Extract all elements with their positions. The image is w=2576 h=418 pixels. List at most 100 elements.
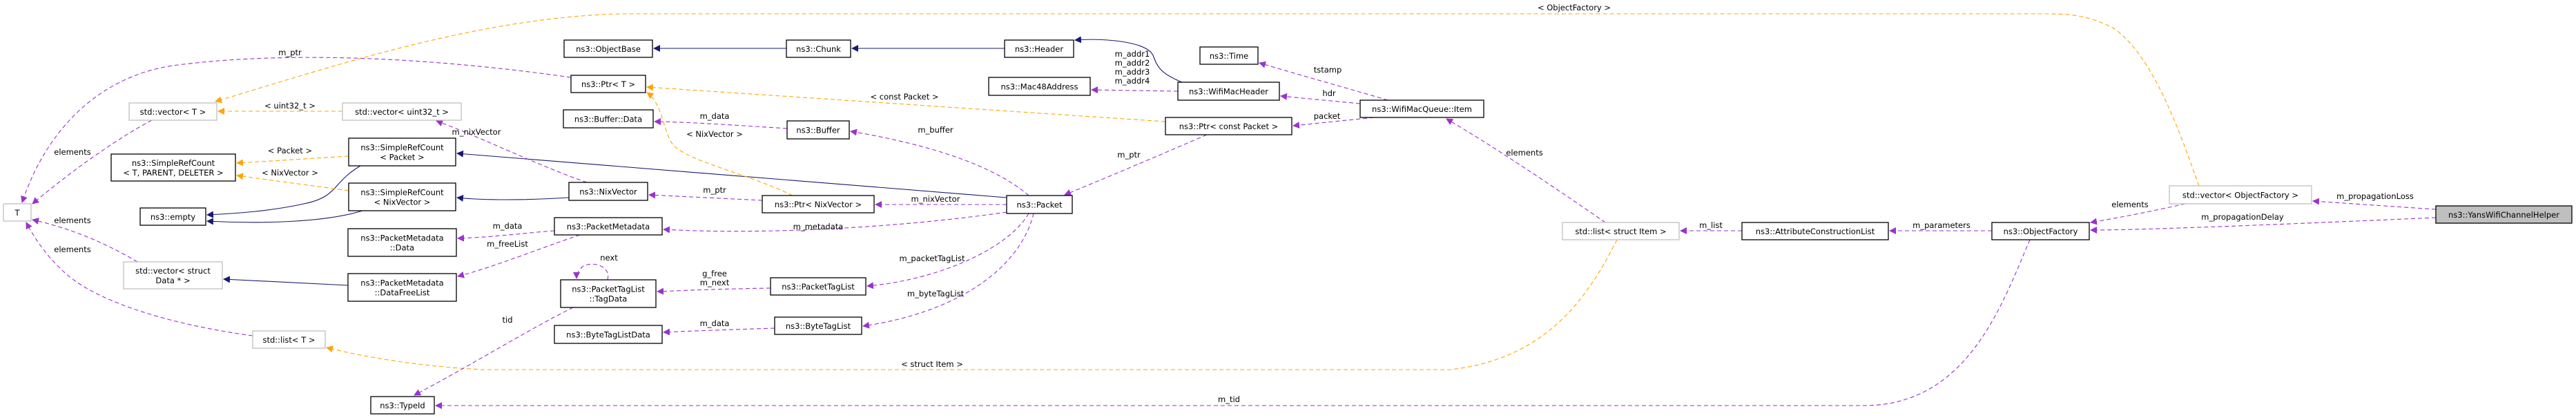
class-node-yans[interactable]: ns3::YansWifiChannelHelper <box>2435 205 2573 224</box>
class-node-btldata[interactable]: ns3::ByteTagListData <box>554 325 663 344</box>
edge-member-vect-to-t: elements <box>32 120 153 205</box>
edge-label: < NixVector > <box>686 129 743 139</box>
inherit-arrow <box>456 194 570 202</box>
class-node-header[interactable]: ns3::Header <box>1004 39 1074 58</box>
class-node-pmdata[interactable]: ns3::PacketMetadata::Data <box>347 228 457 257</box>
inherit-arrow <box>1074 36 1183 83</box>
class-node-pm[interactable]: ns3::PacketMetadata <box>554 217 663 236</box>
class-node-bufdata[interactable]: ns3::Buffer::Data <box>563 109 654 129</box>
class-node-wmh[interactable]: ns3::WifiMacHeader <box>1177 82 1280 101</box>
class-box <box>139 207 206 226</box>
class-node-listitem[interactable]: std::list< struct Item > <box>1562 222 1680 240</box>
member-arrow <box>435 239 2031 409</box>
class-name: ns3::Ptr< T > <box>581 79 635 89</box>
member-arrow <box>457 230 555 242</box>
class-node-chunk[interactable]: ns3::Chunk <box>786 39 851 58</box>
member-arrow <box>2312 198 2437 210</box>
class-node-ptrnix[interactable]: ns3::Ptr< NixVector > <box>762 195 875 213</box>
class-node-buffer[interactable]: ns3::Buffer <box>786 120 850 140</box>
class-name: ns3::Mac48Address <box>1000 82 1078 92</box>
class-node-tagdata[interactable]: ns3::PacketTagList::TagData <box>560 279 657 308</box>
class-node-srcnix[interactable]: ns3::SimpleRefCount< NixVector > <box>348 182 456 211</box>
inherit-arrow <box>206 210 363 225</box>
class-box <box>554 217 663 236</box>
class-node-item[interactable]: ns3::WifiMacQueue::Item <box>1359 99 1484 118</box>
edge-template-listitem-to-listt: < struct Item > <box>326 239 1618 370</box>
class-node-packet[interactable]: ns3::Packet <box>1006 195 1073 214</box>
edge-inherit-srcpacket-to-empty <box>206 165 361 218</box>
class-name: ns3::PacketMetadata <box>360 234 443 243</box>
class-node-vecof[interactable]: std::vector< ObjectFactory > <box>2169 185 2312 205</box>
edge-label: m_nixVector <box>452 127 501 137</box>
member-arrow <box>21 57 572 203</box>
class-name: std::list< T > <box>262 335 315 345</box>
inherit-arrow <box>456 150 1007 198</box>
class-name: ns3::WifiMacQueue::Item <box>1372 104 1472 114</box>
class-name: ns3::Chunk <box>796 44 841 54</box>
member-arrow <box>862 213 1034 329</box>
class-node-srcpacket[interactable]: ns3::SimpleRefCount< Packet > <box>348 137 456 167</box>
class-node-mac48[interactable]: ns3::Mac48Address <box>988 77 1091 96</box>
class-name: ns3::PacketMetadata <box>567 222 650 231</box>
edge-label: elements <box>54 245 90 254</box>
edge-label: m_ptr <box>703 185 726 195</box>
edge-template-vecu32-to-vect: < uint32_t > <box>217 101 342 115</box>
class-node-ptl[interactable]: ns3::PacketTagList <box>770 277 866 296</box>
member-arrow <box>2090 203 2186 225</box>
class-name: ns3::SimpleRefCount <box>132 158 215 168</box>
edge-label: elements <box>1506 148 1542 158</box>
class-node-of[interactable]: ns3::ObjectFactory <box>1991 222 2090 240</box>
member-arrow <box>1091 86 1179 94</box>
member-arrow <box>1280 93 1361 104</box>
edge-label: < NixVector > <box>262 168 318 178</box>
edge-member-acl-to-listitem: m_list <box>1680 220 1742 234</box>
class-node-ptrt[interactable]: ns3::Ptr< T > <box>570 75 646 93</box>
class-node-time[interactable]: ns3::Time <box>1199 46 1259 65</box>
class-name: < Packet > <box>380 153 424 162</box>
member-arrow <box>654 118 788 129</box>
class-node-vect[interactable]: std::vector< T > <box>128 102 217 121</box>
class-name: ns3::Buffer::Data <box>574 115 642 124</box>
edge-inherit-packet-to-srcpacket <box>456 150 1007 198</box>
class-node-nixvector[interactable]: ns3::NixVector <box>568 182 648 201</box>
class-box <box>1741 222 1889 240</box>
class-name: ns3::ObjectFactory <box>2004 227 2078 236</box>
class-node-btl[interactable]: ns3::ByteTagList <box>774 316 862 335</box>
class-box <box>1006 195 1073 214</box>
class-box <box>786 120 850 140</box>
edge-label: < Packet > <box>268 146 312 155</box>
edge-template-vecof-to-vect: < ObjectFactory > <box>215 3 2200 187</box>
class-name: ns3::Buffer <box>796 126 840 135</box>
class-node-vecu32[interactable]: std::vector< uint32_t > <box>342 102 462 121</box>
class-name: ns3::ObjectBase <box>576 44 641 54</box>
class-name: ns3::AttributeConstructionList <box>1756 227 1875 236</box>
class-box <box>1004 39 1074 58</box>
edge-member-of-to-acl: m_parameters <box>1889 220 1992 234</box>
member-arrow <box>573 263 609 281</box>
edge-template-srcpacket-to-srct: < Packet > <box>236 146 349 167</box>
class-node-typeid[interactable]: ns3::TypeId <box>370 396 435 415</box>
edge-label: m_tid <box>1218 395 1240 404</box>
edge-member-ptrnix-to-nixvector: m_ptr <box>648 185 763 201</box>
class-node-objectbase[interactable]: ns3::ObjectBase <box>563 39 653 58</box>
template-arrow <box>215 13 2200 187</box>
class-name: std::list< struct Item > <box>1575 227 1666 236</box>
class-name: ns3::Header <box>1015 44 1063 54</box>
class-box <box>988 77 1091 96</box>
class-node-listt[interactable]: std::list< T > <box>252 330 326 349</box>
edge-inherit-wmh-to-header <box>1074 36 1183 83</box>
class-node-t[interactable]: T <box>3 203 32 222</box>
class-name: ns3::PacketTagList <box>782 282 855 292</box>
class-node-srct[interactable]: ns3::SimpleRefCount< T, PARENT, DELETER … <box>110 153 236 182</box>
class-node-empty[interactable]: ns3::empty <box>139 207 206 226</box>
class-name: ns3::NixVector <box>579 187 637 197</box>
edge-member-ptrt-to-t: m_ptr <box>21 48 572 203</box>
edge-label: g_free <box>702 269 727 278</box>
class-node-pmfree[interactable]: ns3::PacketMetadata::DataFreeList <box>347 273 457 302</box>
class-node-ptrcp[interactable]: ns3::Ptr< const Packet > <box>1165 117 1292 135</box>
class-node-acl[interactable]: ns3::AttributeConstructionList <box>1741 222 1889 240</box>
edge-label: m_buffer <box>918 125 953 135</box>
